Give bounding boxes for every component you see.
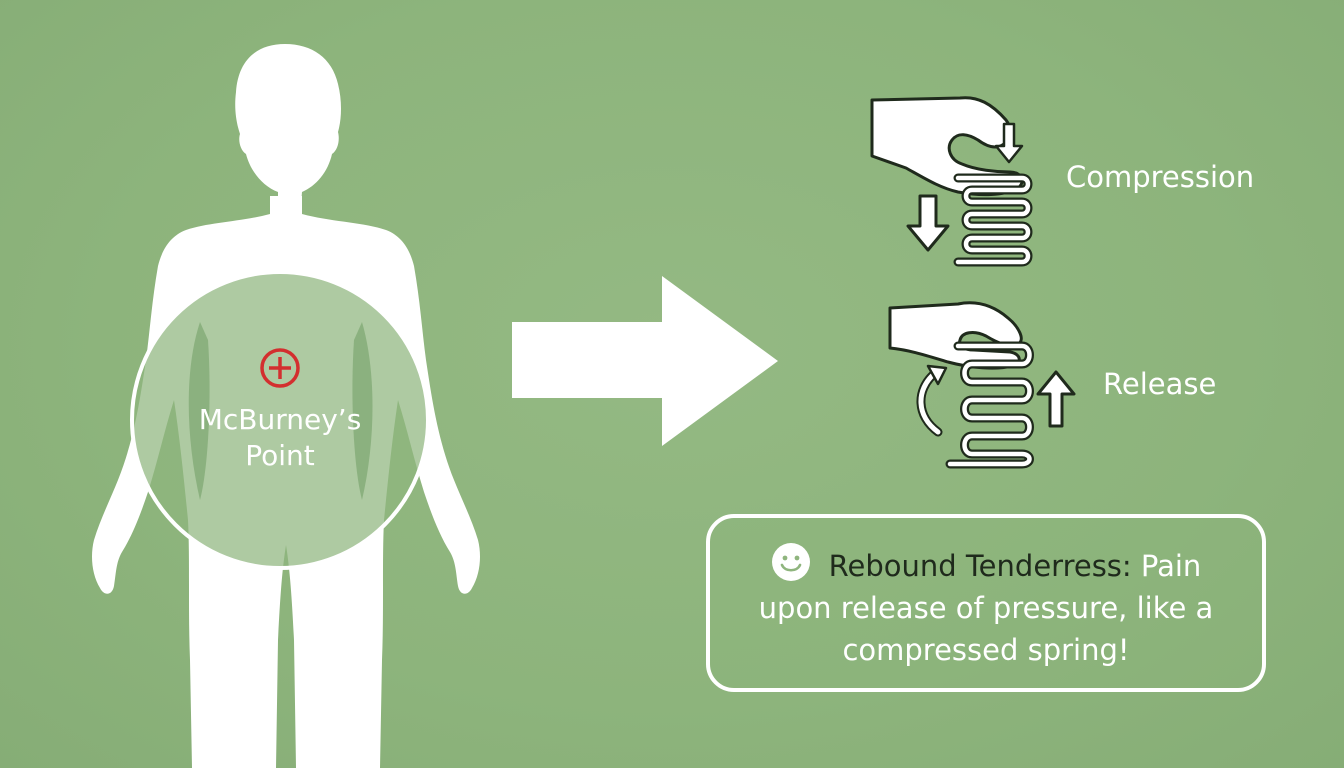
rebound-tenderness-callout: Rebound Tenderress: Pain upon release of… xyxy=(706,514,1266,692)
small-down-arrow-icon xyxy=(994,122,1024,164)
compression-label: Compression xyxy=(1066,160,1255,194)
spring-extended-icon xyxy=(945,341,1034,469)
callout-line-3: compressed spring! xyxy=(842,633,1130,667)
curved-arrow-icon xyxy=(916,364,948,437)
smiley-icon xyxy=(771,543,810,581)
down-arrow-icon xyxy=(906,194,950,252)
callout-text: Rebound Tenderress: Pain upon release of… xyxy=(710,542,1262,671)
up-arrow-icon xyxy=(1036,370,1076,428)
callout-term: Rebound Tenderress: xyxy=(828,549,1132,583)
spring-icon xyxy=(953,173,1033,267)
mcburney-point-label-line1: McBurney’s xyxy=(198,403,362,436)
circled-plus-icon xyxy=(260,348,300,388)
right-arrow-icon xyxy=(512,276,778,446)
callout-line1-rest: Pain xyxy=(1131,549,1202,583)
callout-line-2: upon release of pressure, like a xyxy=(758,591,1214,625)
mcburney-point-label: McBurney’s Point xyxy=(148,402,412,474)
mcburney-point-label-line2: Point xyxy=(245,439,315,472)
abdomen-highlight xyxy=(130,270,430,570)
callout-line-1: Rebound Tenderress: Pain xyxy=(710,542,1262,587)
release-label: Release xyxy=(1103,367,1217,401)
hand-releasing-icon xyxy=(888,301,1023,370)
